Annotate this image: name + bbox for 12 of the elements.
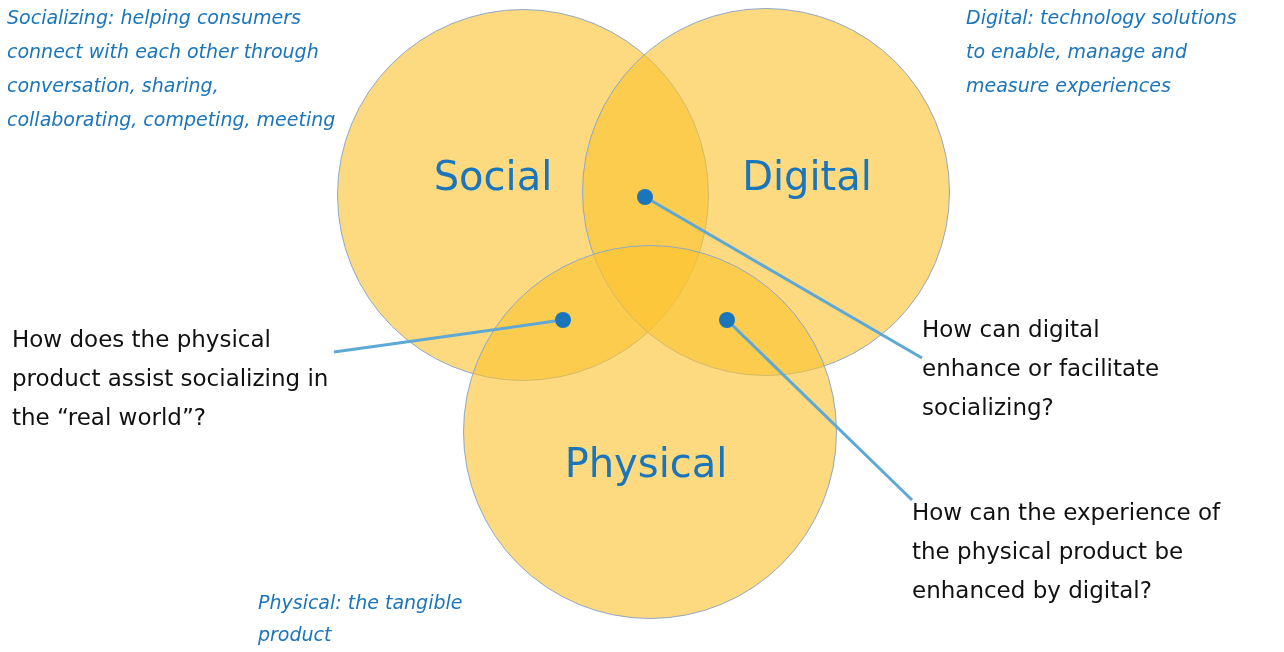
circle-label: Digital — [742, 152, 872, 200]
question-text: How can digital enhance or facilitate socializing? — [922, 315, 1161, 422]
circle-label: Social — [433, 152, 553, 200]
circle-label: Physical — [564, 439, 728, 487]
description-note: Socializing: helping consumers connect with each other through conversation, sharing, collaborating, competing, meeting — [7, 5, 337, 132]
description-note: Physical: the tangible product — [258, 590, 464, 647]
leader-line — [651, 199, 923, 360]
description-note: Digital: technology solutions to enable, manage and measure experiences — [966, 5, 1238, 98]
question-text: How can the experience of the physical product be enhanced by digital? — [912, 498, 1222, 605]
leader-line — [333, 319, 556, 354]
leader-line — [731, 324, 914, 502]
question-text: How does the physical product assist socializing in the “real world”? — [12, 325, 330, 432]
